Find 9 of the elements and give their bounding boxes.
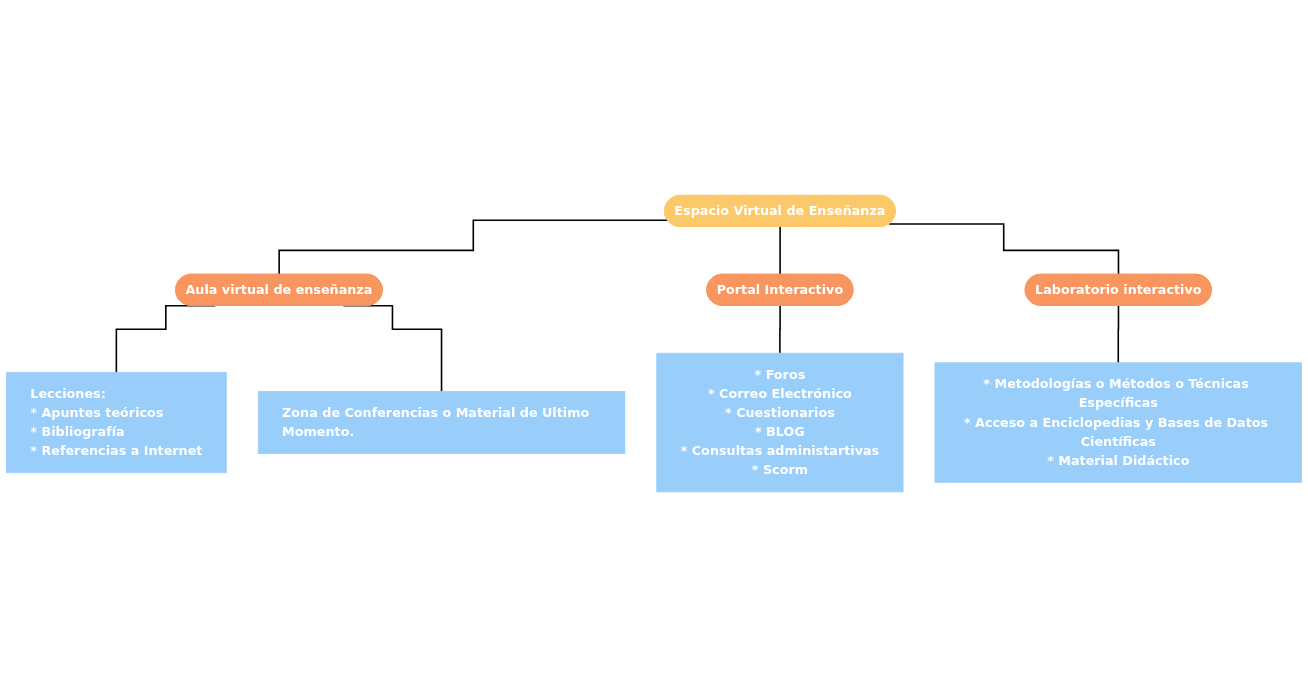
connector (779, 226, 782, 276)
connector (779, 305, 782, 355)
connector (278, 219, 669, 276)
connector (1117, 305, 1120, 364)
connector (888, 223, 1120, 276)
node-box: * Metodologías o Métodos o Técnicas Específicas * Acceso a Enciclopedias y Bases de Datos Científicas * Material Didáctico (934, 362, 1302, 484)
node-box: Zona de Conferencias o Material de Ultimo Momento. (257, 391, 626, 455)
node-box: * Foros * Correo Electrónico * Cuestionarios * BLOG * Consultas administartivas * Scorm (656, 353, 904, 493)
node-box: Lecciones: * Apuntes teóricos * Bibliografía * Referencias a Internet (6, 372, 227, 474)
